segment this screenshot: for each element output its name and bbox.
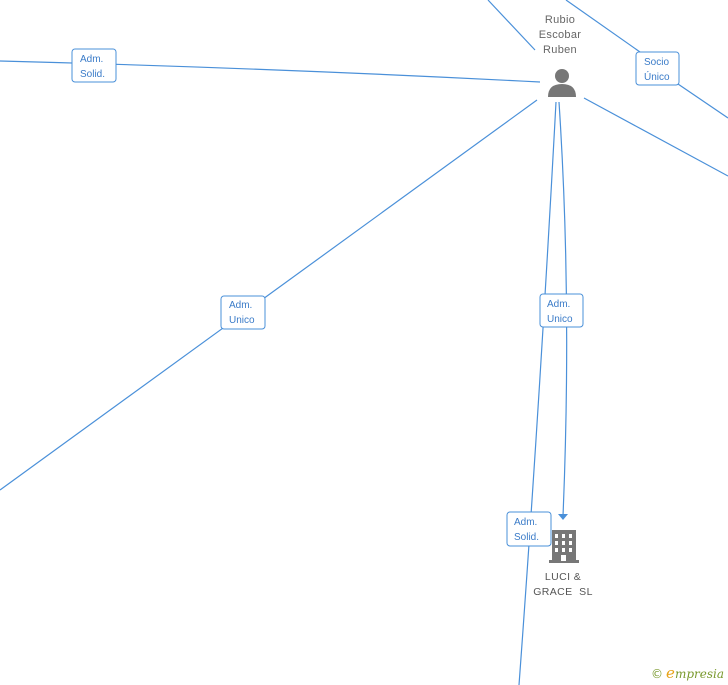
edge-label-line: Adm.	[547, 299, 570, 310]
edge-top-left-to-person	[487, 0, 536, 51]
building-icon	[549, 530, 579, 563]
edge-label-line: Socio	[644, 57, 669, 68]
copyright-symbol: ©	[651, 667, 664, 681]
edge-adm-unico-left	[0, 99, 538, 491]
edge-label-line: Adm.	[229, 300, 252, 311]
edge-top-to-socio	[565, 0, 641, 53]
edge-label-line: Solid.	[514, 532, 539, 543]
person-name-line: Ruben	[543, 44, 577, 56]
edge-adm-solid-bottom	[518, 101, 557, 685]
person-node[interactable]: Rubio Escobar Ruben	[539, 14, 581, 97]
company-name-line: LUCI &	[545, 571, 581, 583]
edge-label-line: Solid.	[80, 69, 105, 80]
brand-name: mpresia	[674, 667, 724, 681]
company-name-line: GRACE SL	[533, 586, 593, 598]
edge-label-adm-unico-center[interactable]: Adm. Unico	[539, 293, 584, 328]
edge-label-adm-unico-left[interactable]: Adm. Unico	[220, 295, 266, 330]
edge-label-line: Adm.	[80, 54, 103, 65]
edge-socio-out	[677, 83, 728, 119]
brand-initial: e	[666, 664, 675, 682]
edge-right-out	[583, 97, 728, 177]
person-name-line: Rubio	[545, 14, 575, 26]
edge-label-line: Unico	[229, 315, 255, 326]
company-node[interactable]: LUCI & GRACE SL	[533, 530, 593, 598]
edge-label-line: Adm.	[514, 517, 537, 528]
edge-label-line: Unico	[547, 314, 573, 325]
edge-label-line: Único	[644, 70, 670, 83]
empresia-logo[interactable]: ©empresia	[651, 664, 724, 682]
arrowhead	[558, 514, 568, 520]
person-icon	[548, 69, 576, 97]
edge-label-socio-unico[interactable]: Socio Único	[635, 51, 680, 86]
edge-label-adm-solid-left[interactable]: Adm. Solid.	[71, 48, 117, 83]
person-name-line: Escobar	[539, 29, 581, 41]
edge-label-adm-solid-bottom[interactable]: Adm. Solid.	[506, 511, 552, 547]
